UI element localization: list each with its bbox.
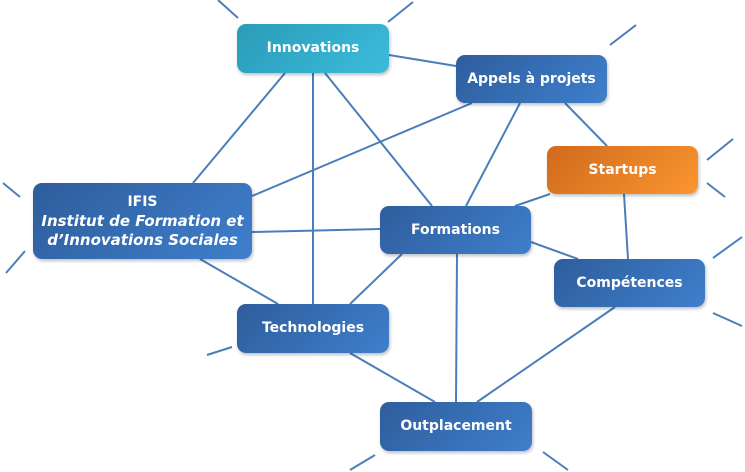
node-label: Startups (588, 161, 657, 178)
node-label: Compétences (576, 274, 683, 291)
node-label: Formations (411, 221, 500, 238)
node-formations: Formations (380, 206, 531, 254)
edge-innovations-formations (324, 72, 433, 207)
edge-ifis-formations (251, 228, 381, 233)
edge-startups-formations (514, 193, 551, 207)
edge-appels-formations (465, 102, 521, 207)
edge-appels-ifis (251, 102, 473, 197)
node-label: Outplacement (400, 418, 512, 434)
edge-appels-startups (564, 102, 608, 147)
edge-startups-competences (623, 193, 629, 260)
node-subtitle-line2: d’Innovations Sociales (47, 230, 238, 249)
node-title: IFIS (127, 193, 158, 210)
node-label: Appels à projets (467, 70, 596, 87)
node-technologies: Technologies (237, 304, 389, 353)
edge-formations-technologies (349, 253, 403, 305)
edge-ifis-technologies (199, 258, 279, 305)
edge-technologies-outplacement (349, 352, 436, 403)
node-appels-a-projets: Appels à projets (456, 55, 607, 103)
edge-formations-outplacement (455, 253, 458, 403)
node-competences: Compétences (554, 259, 705, 307)
edge-formations-competences (530, 241, 579, 260)
node-innovations: Innovations (237, 24, 389, 73)
edge-innovations-ifis (192, 72, 286, 184)
node-label: Innovations (266, 40, 360, 56)
node-startups: Startups (547, 146, 698, 194)
edge-competences-outplacement (476, 306, 616, 403)
edge-innovations-appels (388, 54, 457, 67)
node-subtitle-line1: Institut de Formation et (41, 211, 244, 230)
node-label: Technologies (261, 320, 365, 336)
node-outplacement: Outplacement (380, 402, 532, 451)
node-ifis: IFIS Institut de Formation et d’Innovati… (33, 183, 252, 259)
